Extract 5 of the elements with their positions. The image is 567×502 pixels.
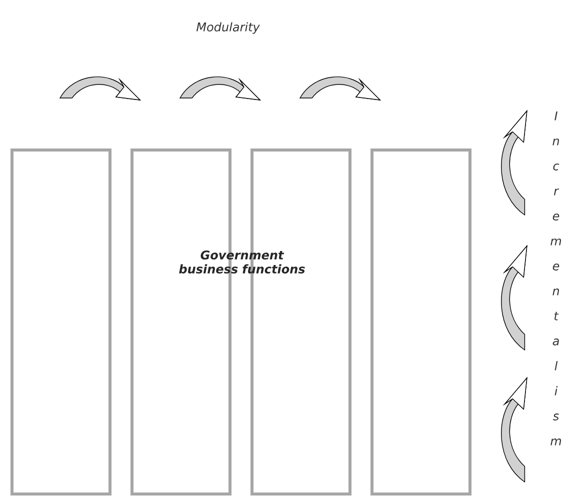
center-label: Government business functions xyxy=(179,250,305,274)
heading: Modularity xyxy=(196,22,260,34)
column-box xyxy=(370,148,472,496)
vertical-label: Incrementalism xyxy=(550,112,562,446)
column-box xyxy=(10,148,112,496)
